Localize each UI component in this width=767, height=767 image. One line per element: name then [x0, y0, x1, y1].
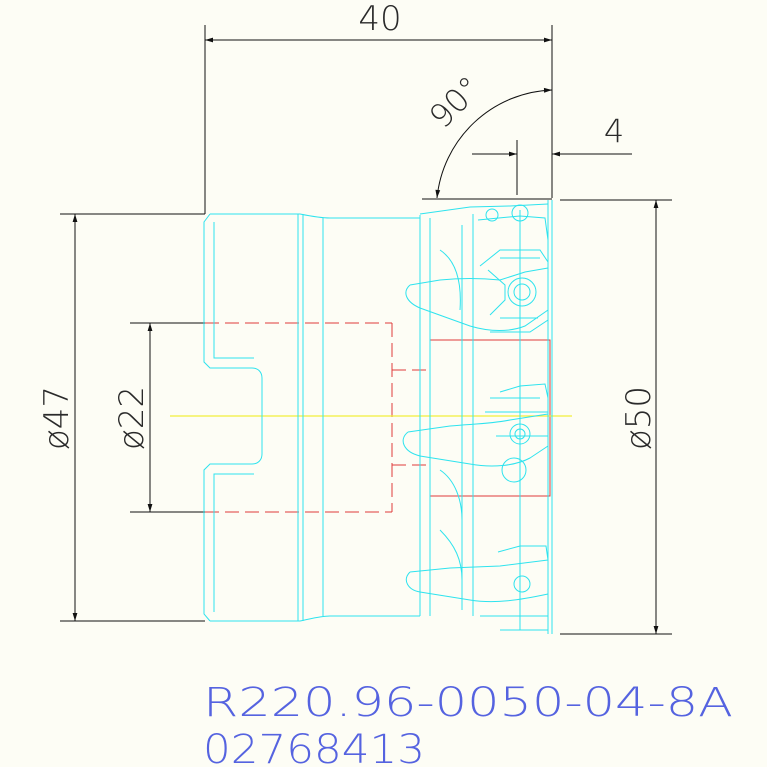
hidden-lines	[205, 322, 432, 513]
angle-90-arc	[435, 87, 553, 199]
dim-4-label: 4	[604, 112, 624, 150]
dim-90-label: 90°	[422, 69, 489, 136]
part-code: R220.96-0050-04-8A	[203, 680, 733, 726]
tool-outline	[203, 200, 553, 634]
dim-22-label: ø22	[112, 386, 152, 450]
dim-50-label: ø50	[619, 386, 659, 450]
dimension-lines	[60, 25, 672, 635]
dim-47-label: ø47	[37, 386, 77, 450]
part-number: 02768413	[203, 727, 425, 767]
dim-40-label: 40	[358, 0, 401, 39]
